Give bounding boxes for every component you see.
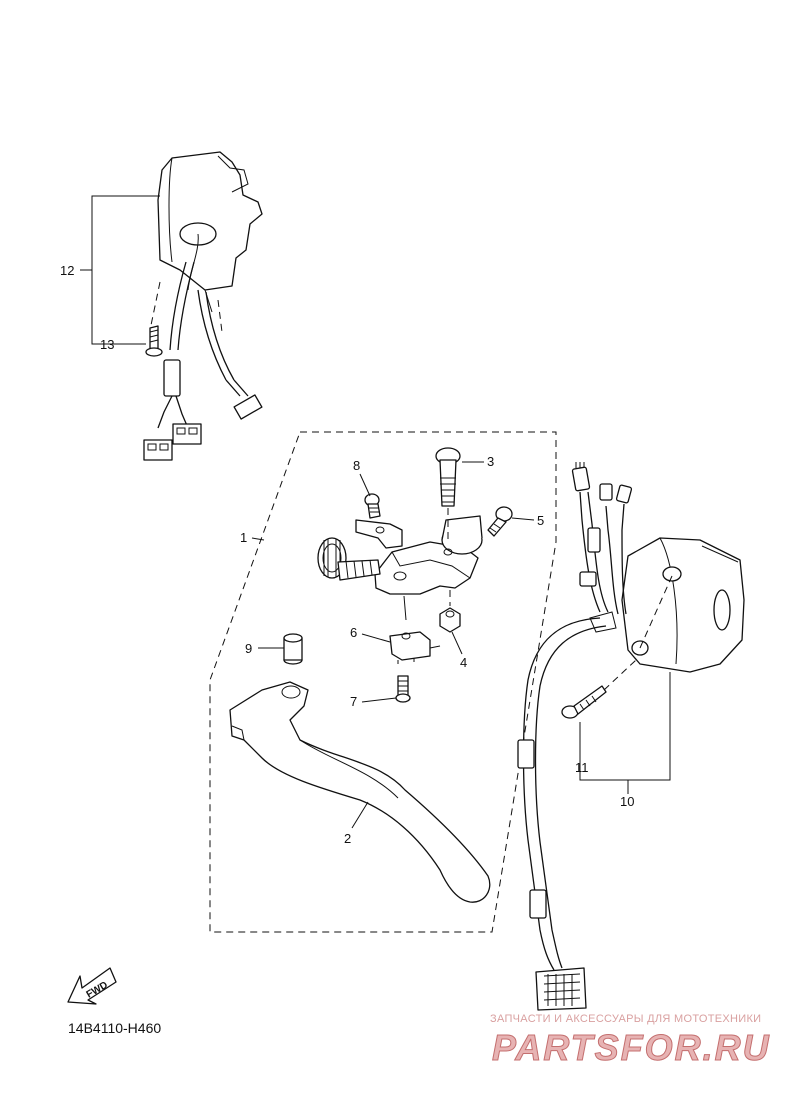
- callout-8: 8: [353, 458, 360, 473]
- callout-11: 11: [575, 760, 589, 775]
- right-switch-connector: [535, 967, 587, 1011]
- nut-4: [439, 607, 461, 633]
- left-switch-connector-c: [225, 379, 263, 420]
- callout-13: 13: [100, 337, 114, 352]
- callout-7: 7: [350, 694, 357, 709]
- watermark: ЗАПЧАСТИ И АКСЕССУАРЫ ДЛЯ МОТОТЕХНИКИ PA…: [490, 1013, 771, 1069]
- screw-11: [561, 685, 607, 719]
- watermark-brand: PARTSFOR.RU: [492, 1027, 771, 1068]
- right-switch-wires-top: [571, 462, 633, 615]
- screw-7: [395, 675, 411, 703]
- clutch-bracket: [355, 519, 403, 549]
- fwd-arrow-icon: FWD: [67, 967, 117, 1005]
- callout-3: 3: [487, 454, 494, 469]
- left-switch-connector-a: [143, 439, 173, 461]
- watermark-tagline: ЗАПЧАСТИ И АКСЕССУАРЫ ДЛЯ МОТОТЕХНИКИ: [490, 1013, 761, 1025]
- callout-4: 4: [460, 655, 467, 670]
- callout-12: 12: [60, 263, 74, 278]
- left-switch-connector-b: [172, 423, 202, 445]
- left-handlebar-switch: [143, 151, 263, 461]
- callout-10: 10: [620, 794, 634, 809]
- clutch-switch-6: [389, 631, 441, 664]
- screw-5: [487, 506, 513, 537]
- diagram-code: 14B4110-H460: [68, 1020, 161, 1036]
- adjuster-knob: [317, 537, 381, 581]
- callout-9: 9: [245, 641, 252, 656]
- callout-6: 6: [350, 625, 357, 640]
- clutch-lever-2: [229, 681, 491, 903]
- lever-holder: [374, 515, 483, 621]
- assembly-boundary: [209, 431, 557, 933]
- callout-1: 1: [240, 530, 247, 545]
- pivot-bolt-3: [435, 447, 461, 507]
- callout-2: 2: [344, 831, 351, 846]
- callout-5: 5: [537, 513, 544, 528]
- screw-8: [364, 493, 381, 519]
- screw-13: [145, 325, 163, 357]
- right-switch-cable: [517, 611, 617, 971]
- collar-9: [283, 633, 303, 665]
- right-handlebar-switch: [621, 537, 745, 673]
